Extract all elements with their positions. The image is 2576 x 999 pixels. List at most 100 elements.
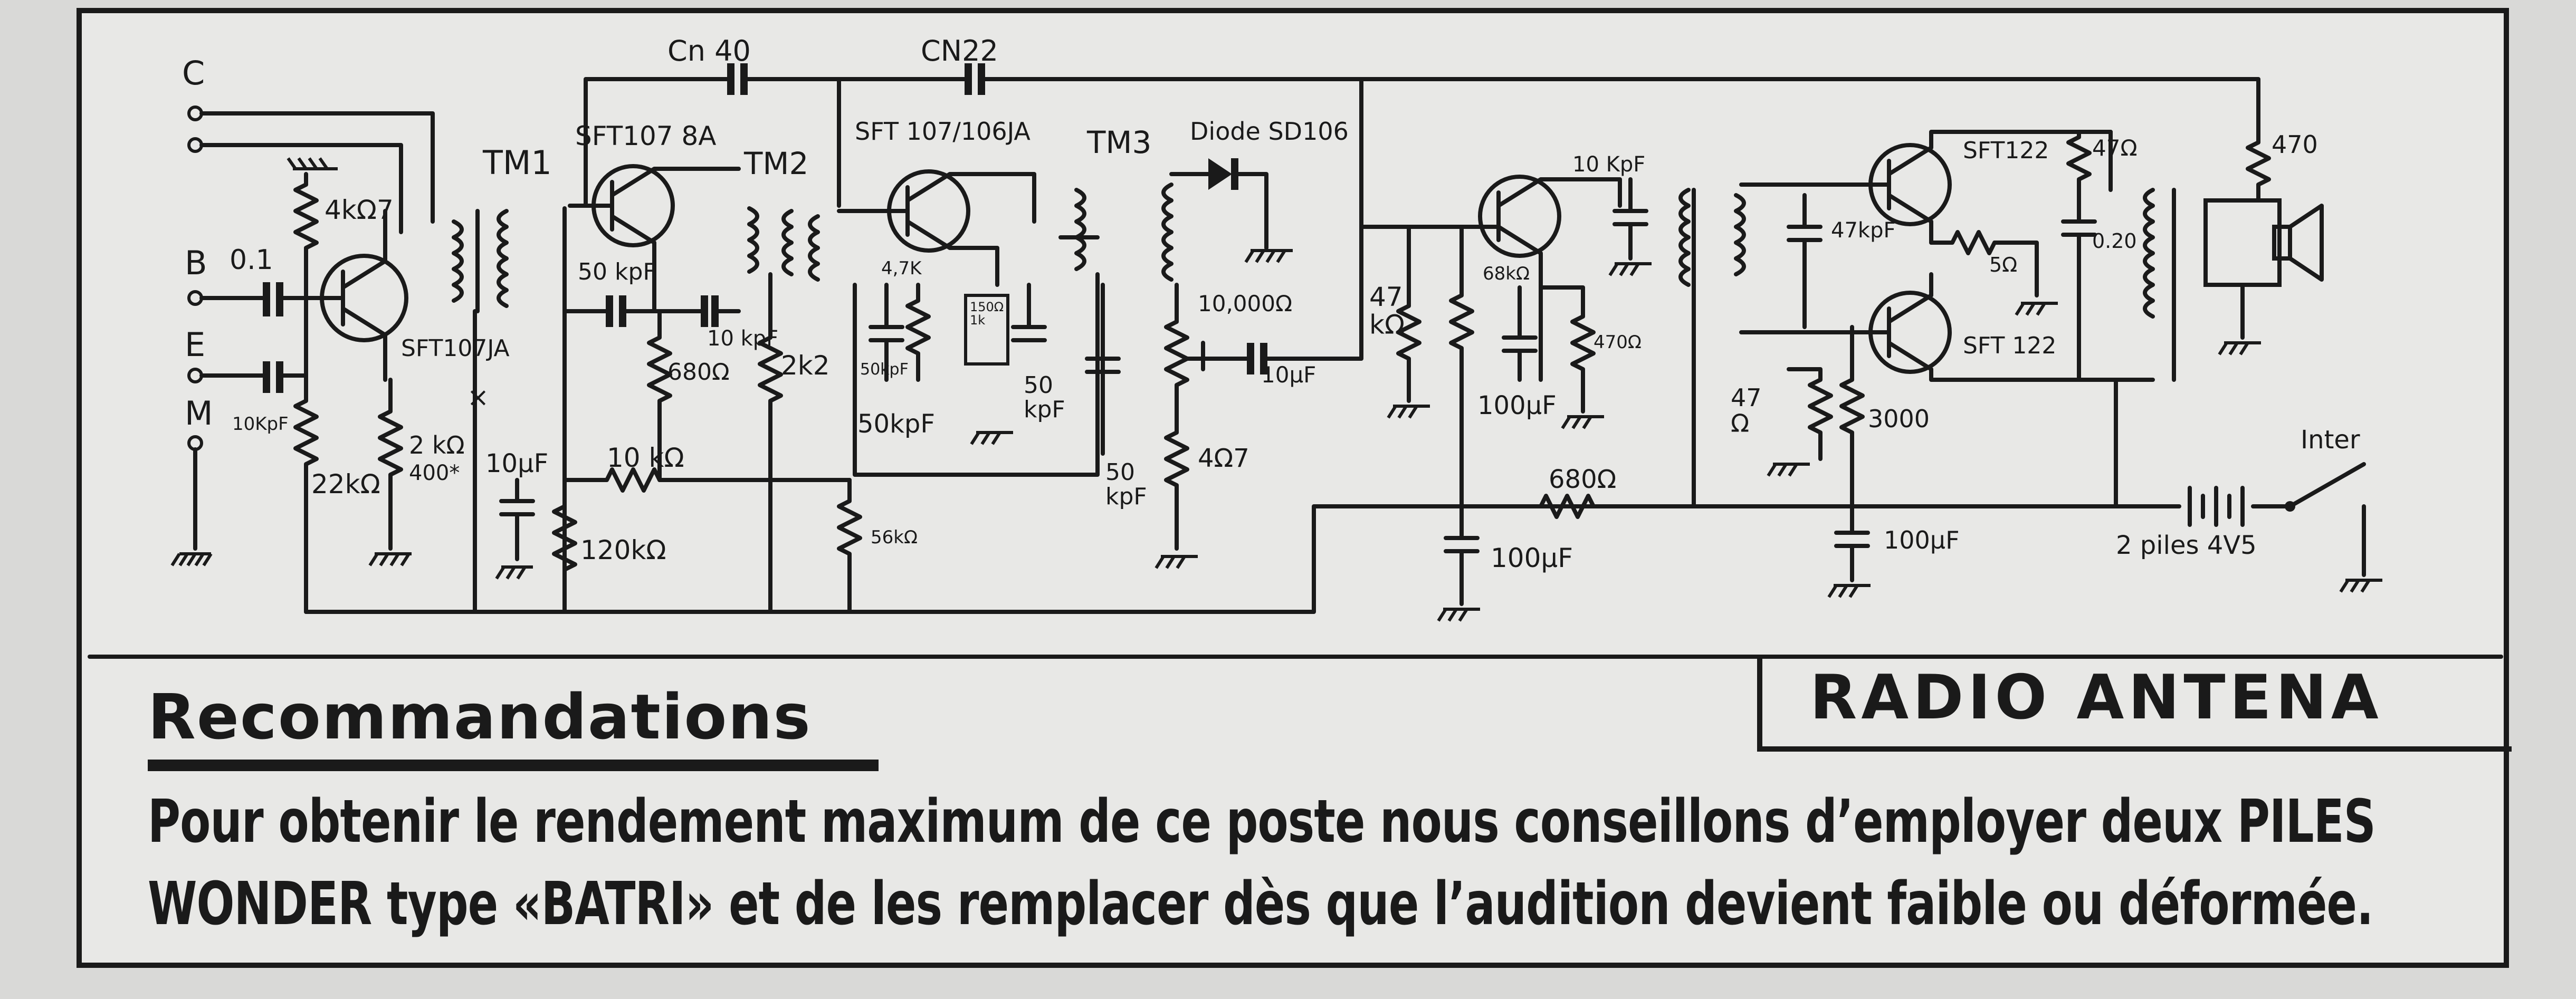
label-r-10k: 10 kΩ xyxy=(607,443,684,473)
resistor-4k7-b xyxy=(905,283,931,382)
diode-symbol xyxy=(1208,158,1232,190)
label-pot-10000: 10,000Ω xyxy=(1198,291,1292,316)
label-sft107-8a: SFT107 8A xyxy=(575,121,717,151)
ground-symbol-diode xyxy=(1244,249,1293,263)
wire-c2-to-tm1 xyxy=(199,143,403,234)
recommendations-title: Recommandations xyxy=(148,680,812,753)
driver-transformer-secondary xyxy=(1734,193,1746,276)
label-sft107ja: SFT107JA xyxy=(401,335,510,362)
tm3-primary-coil xyxy=(1074,188,1086,271)
wire-50kpf xyxy=(562,206,741,614)
label-c-100uf-c: 100μF xyxy=(1884,526,1960,554)
resistor-120k xyxy=(552,504,577,572)
label-r-47: 47Ω xyxy=(2092,135,2138,161)
resistor-22k xyxy=(293,373,319,614)
cap-100uf-b xyxy=(1444,504,1480,606)
label-c-10kpf-e: 10KpF xyxy=(232,414,289,435)
transistor-sft122-a-leads xyxy=(1739,130,2113,245)
tm2-secondary-coil xyxy=(781,209,794,276)
resistor-680 xyxy=(647,309,672,482)
battery-symbol xyxy=(2161,486,2292,527)
label-r-68k: 68kΩ xyxy=(1483,263,1530,284)
label-c-50kpf-b-big: 50kpF xyxy=(857,409,935,439)
wire-pot-out xyxy=(1201,77,1363,361)
recommendations-line-2: WONDER type «BATRI» et de les remplacer … xyxy=(148,870,2373,938)
label-sft122-b: SFT 122 xyxy=(1963,332,2056,359)
tm1-secondary-coil xyxy=(497,209,509,308)
label-c-01: 0.1 xyxy=(230,244,273,276)
driver-transformer-primary xyxy=(1678,188,1691,287)
label-c-100uf-a: 100μF xyxy=(1477,391,1557,420)
ground-symbol-speaker xyxy=(2218,341,2261,356)
tm2-primary-coil xyxy=(747,206,759,274)
label-diode: Diode SD106 xyxy=(1190,117,1349,146)
resistor-2k2 xyxy=(758,272,783,614)
ground-symbol-10uf xyxy=(495,565,533,580)
ground-symbol-5 xyxy=(2015,302,2058,316)
cap-100uf-c xyxy=(1834,504,1870,582)
label-c-020: 0.20 xyxy=(2092,229,2137,253)
cap-50kpf-b xyxy=(869,283,904,382)
output-transformer-primary xyxy=(2143,188,2155,319)
potentiometer-10000 xyxy=(1164,283,1189,419)
label-r-4k7: 4kΩ7 xyxy=(325,195,394,225)
ground-symbol-switch xyxy=(2339,579,2382,593)
label-sft107-106ja: SFT 107/106JA xyxy=(855,117,1031,146)
label-r-3000: 3000 xyxy=(1868,405,1930,433)
transistor-sft107-8a-leads xyxy=(568,167,741,313)
ground-symbol-if2 xyxy=(970,431,1013,445)
recommendations-underline xyxy=(148,760,879,771)
tm2-output-coil xyxy=(808,214,820,282)
ground-symbol-top xyxy=(287,157,338,170)
transistor-sft107-106ja-leads xyxy=(837,172,1036,287)
input-stage: C B E M 0.1 10KpF 4kΩ7 SFT107JA 22kΩ 2 k… xyxy=(170,54,510,614)
label-cn40: Cn 40 xyxy=(667,34,751,68)
ground-symbol-4k7 xyxy=(1155,555,1198,569)
resistor-150-block xyxy=(964,294,1009,366)
brand-name: RADIO ANTENA xyxy=(1810,662,2383,733)
resistor-470 xyxy=(1539,285,1596,414)
label-r-56k: 56kΩ xyxy=(871,527,918,548)
switch-inter xyxy=(2288,462,2366,577)
tm1-primary-coil xyxy=(452,219,464,303)
transistor-driver xyxy=(1478,175,1561,258)
label-c-50kpf-b: 50kpF xyxy=(860,360,909,379)
label-cn22: CN22 xyxy=(921,34,998,68)
wire-cn22 xyxy=(837,77,1369,208)
resistor-680b xyxy=(1459,494,1881,519)
ground-symbol-m xyxy=(170,552,213,566)
switch-pivot xyxy=(2285,501,2295,512)
label-c-10kpf-c: 10 KpF xyxy=(1572,152,1645,177)
resistor-4k7 xyxy=(293,172,319,276)
label-r-120k: 120kΩ xyxy=(580,535,666,565)
label-r-4k7-c: 4Ω7 xyxy=(1198,444,1249,473)
brand-box xyxy=(1757,657,2512,752)
speaker-magnet xyxy=(2272,225,2292,261)
ground-symbol-100uf-b xyxy=(1437,608,1480,622)
ground-symbol-100uf-c xyxy=(1827,584,1871,598)
label-batteries: 2 piles 4V5 xyxy=(2116,531,2257,560)
cap-50kpf-d xyxy=(1085,283,1121,456)
label-c-50kpf-a: 50 kpF xyxy=(578,258,656,285)
wire-if2-loop xyxy=(853,272,1100,477)
resistor-68k xyxy=(1449,225,1474,508)
label-r-2k-sub: 400* xyxy=(409,461,460,485)
label-c-10uf-a: 10μF xyxy=(485,449,548,478)
label-c-47kpf: 47kpF xyxy=(1831,218,1895,243)
label-r-2k: 2 kΩ xyxy=(409,431,465,459)
ground-symbol-470 xyxy=(1561,415,1604,429)
cap-50kpf-c xyxy=(1011,283,1047,342)
wire-diode xyxy=(1169,172,1268,250)
if-stage-2: CN22 SFT 107/106JA 50kpF 50kpF 4,7K 150Ω… xyxy=(808,34,1680,614)
wire-c-to-tm1 xyxy=(199,111,435,224)
wire-power-bus xyxy=(1876,378,2165,508)
